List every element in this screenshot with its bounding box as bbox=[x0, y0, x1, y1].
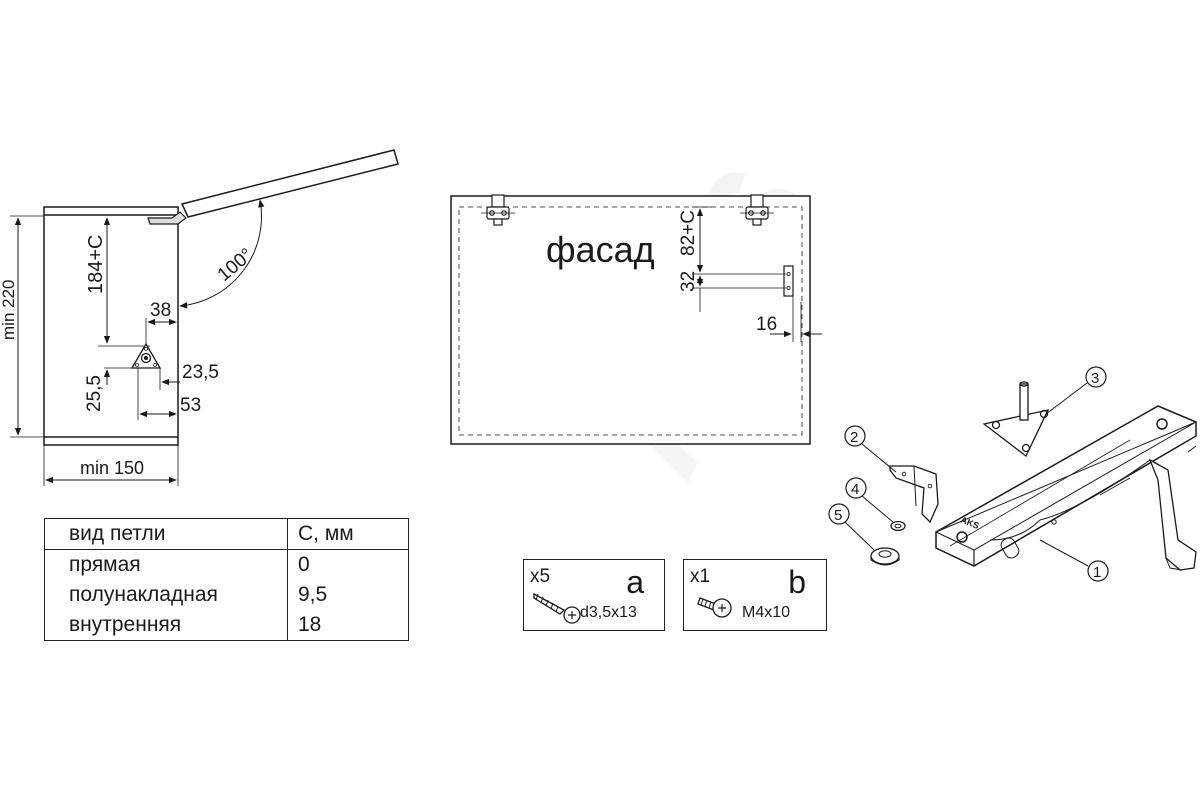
callout-label-1: 1 bbox=[1093, 564, 1101, 581]
table-row: полунакладная 9,5 bbox=[44, 580, 409, 610]
kit-quantity: x5 bbox=[530, 566, 551, 587]
table-cell-c: 9,5 bbox=[287, 580, 409, 610]
label-32: 32 bbox=[678, 271, 699, 292]
callout-3 bbox=[1085, 366, 1107, 388]
callout-label-2: 2 bbox=[850, 429, 858, 446]
table-cell-type: прямая bbox=[44, 549, 288, 580]
kit-letter: b bbox=[788, 564, 806, 600]
front-view bbox=[450, 194, 822, 445]
cabinet-side bbox=[43, 206, 179, 446]
table-header-hinge-type: вид петли bbox=[44, 518, 288, 550]
facade-hinge-right bbox=[740, 194, 774, 226]
wood-screw-icon bbox=[533, 592, 581, 624]
kit-size: d3,5x13 bbox=[580, 604, 637, 621]
facade-mount-plate bbox=[783, 265, 794, 297]
label-38: 38 bbox=[150, 300, 171, 321]
table-row: прямая 0 bbox=[44, 549, 409, 580]
label-25-5: 25,5 bbox=[84, 375, 105, 412]
label-82-c: 82+C bbox=[678, 210, 699, 256]
part-3-plate bbox=[982, 381, 1050, 458]
part-2-bracket bbox=[889, 465, 939, 524]
hardware-kit-a: x5 a d3,5x13 bbox=[523, 559, 665, 631]
label-23-5: 23,5 bbox=[182, 362, 219, 383]
table-header-row: вид петли C, мм bbox=[44, 518, 409, 550]
exploded-parts: AKS bbox=[828, 366, 1197, 582]
label-184-c: 184+C bbox=[85, 235, 107, 295]
table-cell-c: 0 bbox=[287, 549, 409, 580]
angle-arc bbox=[179, 199, 265, 309]
table-header-c-mm: C, мм bbox=[287, 518, 409, 550]
table-cell-type: полунакладная bbox=[44, 580, 288, 610]
kit-letter: a bbox=[626, 564, 644, 600]
table-cell-type: внутренняя bbox=[44, 610, 288, 641]
machine-screw-icon bbox=[697, 597, 732, 618]
label-facade: фасад bbox=[546, 229, 655, 270]
callout-5 bbox=[828, 503, 850, 525]
label-min-220: min 220 bbox=[0, 280, 18, 340]
hinge-type-table: вид петли C, мм прямая 0 полунакладная 9… bbox=[44, 518, 409, 641]
label-min-150: min 150 bbox=[80, 458, 144, 478]
callout-label-5: 5 bbox=[834, 507, 842, 524]
callout-1 bbox=[1087, 560, 1109, 582]
cabinet-outline-dashed bbox=[458, 206, 803, 436]
opened-lid bbox=[180, 149, 399, 218]
hardware-kit-b: x1 b M4x10 bbox=[683, 559, 827, 631]
facade-hinge-left bbox=[481, 194, 515, 226]
callout-2 bbox=[844, 425, 866, 447]
label-53: 53 bbox=[180, 395, 201, 416]
table-cell-c: 18 bbox=[287, 610, 409, 641]
callout-4 bbox=[845, 477, 867, 499]
kit-quantity: x1 bbox=[690, 566, 711, 587]
callout-label-4: 4 bbox=[851, 481, 859, 498]
part-4-washer bbox=[890, 520, 906, 532]
part-1-mechanism bbox=[934, 405, 1197, 571]
label-16: 16 bbox=[756, 314, 777, 335]
side-view bbox=[10, 149, 399, 486]
callout-label-3: 3 bbox=[1091, 370, 1099, 387]
table-row: внутренняя 18 bbox=[44, 610, 409, 641]
kit-size: M4x10 bbox=[742, 604, 791, 621]
facade-panel bbox=[450, 195, 811, 445]
